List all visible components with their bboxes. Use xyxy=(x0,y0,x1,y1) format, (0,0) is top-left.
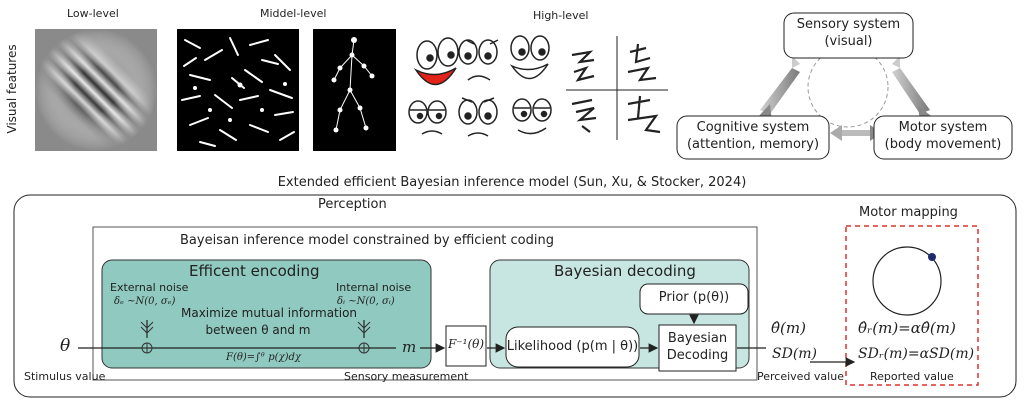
perceived-sd: SD(m) xyxy=(772,346,818,362)
inverse-f-label: F⁻¹(θ) xyxy=(447,337,485,351)
efficient-encoding-box xyxy=(101,259,432,369)
m-symbol: m xyxy=(402,338,417,356)
mutual-information-line2: between θ and m xyxy=(205,323,311,337)
reported-value-label: Reported value xyxy=(870,370,954,383)
low-level-gabor-image xyxy=(35,29,157,151)
face-frowning xyxy=(458,39,499,81)
high-level-calligraphy-image xyxy=(566,36,668,140)
theta-symbol: θ xyxy=(60,336,71,356)
encoding-title: Efficent encoding xyxy=(189,262,320,280)
cdf-formula: F(θ)=∫ᶿ p(χ)dχ xyxy=(226,352,301,363)
perceived-mean: θ̂(m) xyxy=(771,319,806,337)
motor-system-subtitle: (body movement) xyxy=(884,137,1002,152)
likelihood-label: Likelihood (p(m | θ)) xyxy=(506,339,639,354)
face-worried xyxy=(458,97,498,137)
flow-arrows xyxy=(78,314,856,367)
perception-label: Perception xyxy=(318,197,387,212)
cognitive-system-text: Cognitive system (attention, memory) xyxy=(677,119,829,153)
face-grinning xyxy=(509,35,550,80)
external-noise-formula: δₑ ~N(0, σₑ) xyxy=(114,296,176,307)
cognitive-system-subtitle: (attention, memory) xyxy=(686,137,820,152)
bayesian-decoding-node-text: Bayesian Decoding xyxy=(659,330,736,364)
motor-system-box xyxy=(873,115,1013,160)
bayesian-decoding-line1: Bayesian xyxy=(667,331,728,346)
high-level-label: High-level xyxy=(533,9,589,22)
motor-mapping-box xyxy=(845,225,979,386)
sensory-system-title: Sensory system xyxy=(796,17,901,32)
face-smirking xyxy=(512,98,552,135)
mutual-information-line1: Maximize mutual information xyxy=(181,306,358,320)
mid-level-biological-motion-image xyxy=(313,29,396,151)
face-sleepy xyxy=(408,100,447,135)
sensory-system-box xyxy=(783,12,914,59)
sensory-measurement-label: Sensory measurement xyxy=(344,370,469,383)
motor-system-text: Motor system (body movement) xyxy=(874,119,1012,153)
bayesian-decoding-node xyxy=(658,324,737,372)
reported-mean: θ̂ᵣ(m)=αθ̂(m) xyxy=(858,319,956,337)
perceived-value-label: Perceived value xyxy=(757,370,844,383)
reported-sd: SDᵣ(m)=αSD(m) xyxy=(858,346,975,362)
visual-features-label: Visual features xyxy=(5,44,19,134)
internal-noise-label: Internal noise xyxy=(336,281,412,294)
internal-noise-formula: δᵢ ~N(0, σᵢ) xyxy=(337,296,395,307)
sensory-system-text: Sensory system (visual) xyxy=(784,16,913,50)
motor-mapping-label: Motor mapping xyxy=(859,205,958,220)
motor-dot xyxy=(928,253,936,261)
model-title: Extended efficient Bayesian inference mo… xyxy=(277,175,747,190)
bayesian-decoding-line2: Decoding xyxy=(666,348,729,363)
mutual-information-text: Maximize mutual information between θ an… xyxy=(181,305,358,339)
middle-level-label: Middel-level xyxy=(260,7,327,20)
stimulus-value-label: Stimulus value xyxy=(24,370,106,383)
low-level-label: Low-level xyxy=(67,7,119,20)
cognitive-system-box xyxy=(676,115,830,160)
face-happy-red xyxy=(413,37,459,86)
inverse-f-box xyxy=(445,325,487,367)
motor-circle xyxy=(872,246,942,316)
sensory-system-subtitle: (visual) xyxy=(824,34,873,49)
mid-level-motion-dots-image xyxy=(177,29,299,151)
noise-adders xyxy=(140,321,371,354)
decoding-title: Bayesian decoding xyxy=(554,262,696,280)
inner-model-title: Bayeisan inference model constrained by … xyxy=(180,233,554,248)
prior-label: Prior (p(θ)) xyxy=(658,290,730,305)
high-level-faces-image xyxy=(408,35,552,137)
external-noise-label: External noise xyxy=(110,281,189,294)
cognitive-system-title: Cognitive system xyxy=(696,120,810,135)
likelihood-box xyxy=(505,326,640,368)
motor-system-title: Motor system xyxy=(898,120,988,135)
